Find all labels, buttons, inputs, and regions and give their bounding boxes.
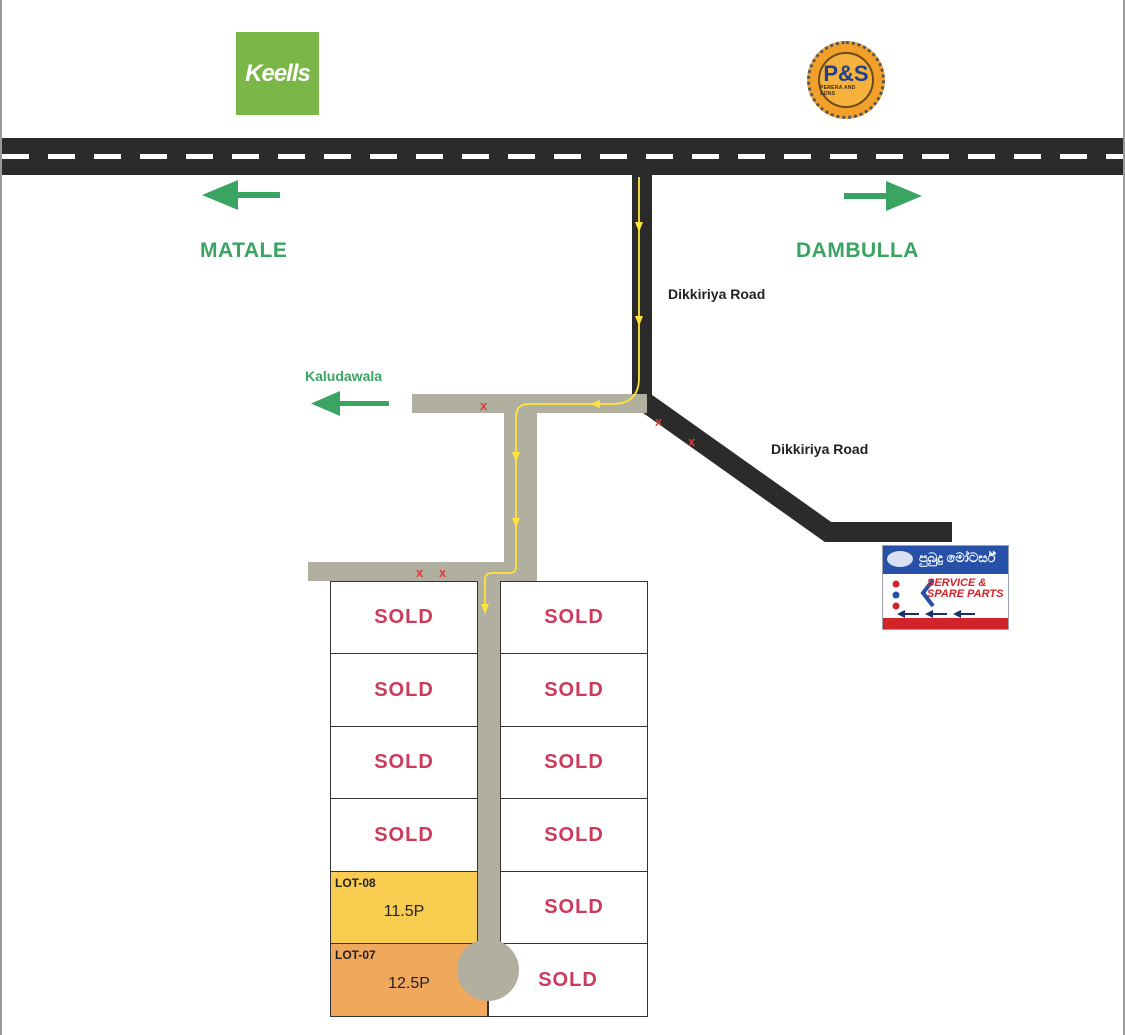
road-marker: x xyxy=(416,565,424,580)
dikkiriya-road-label-2: Dikkiriya Road xyxy=(771,441,869,457)
route-arrowhead xyxy=(590,400,600,408)
road-marker: x xyxy=(655,414,663,429)
lot-status: SOLD xyxy=(544,896,604,918)
dikkiriya-road-label-1: Dikkiriya Road xyxy=(668,286,766,302)
lot-right-3[interactable]: SOLD xyxy=(500,726,648,799)
gravel-road-vertical xyxy=(504,394,537,581)
lot-status: SOLD xyxy=(374,678,434,701)
route-line xyxy=(484,177,640,612)
gravel-road-lots xyxy=(478,562,500,982)
lot-status: SOLD xyxy=(374,823,434,846)
route-arrowhead xyxy=(512,452,520,462)
route-arrowhead xyxy=(512,518,520,528)
shop-spare-parts-text: SPARE PARTS xyxy=(927,588,1004,600)
chevron-icon xyxy=(920,578,935,608)
lot-left-2[interactable]: SOLD xyxy=(330,653,478,727)
shop-arrows-icon xyxy=(897,610,975,618)
route-arrowheads xyxy=(481,222,643,614)
lot-left-4[interactable]: SOLD xyxy=(330,798,478,872)
motor-shop-sign: පුබුදු මෝටර්ස් SERVICE & SPARE PARTS xyxy=(882,545,1009,630)
keells-logo: Keells xyxy=(236,32,319,115)
lot-size: 12.5P xyxy=(388,975,430,992)
keells-logo-text: Keells xyxy=(245,59,311,87)
dambulla-label: DAMBULLA xyxy=(796,239,919,262)
road-marker: x xyxy=(688,434,696,449)
lot-status: SOLD xyxy=(374,606,434,628)
shop-sign-footer xyxy=(883,618,1008,629)
lot-status: SOLD xyxy=(544,823,604,846)
road-marker: x xyxy=(480,398,488,413)
lot-id: LOT-07 xyxy=(335,948,376,962)
arrow-right-dambulla xyxy=(844,181,922,211)
lot-right-2[interactable]: SOLD xyxy=(500,653,648,727)
shop-badge-icon xyxy=(887,551,913,567)
shop-service-text: SERVICE & xyxy=(927,577,987,589)
road-marker: x xyxy=(439,565,447,580)
lot-right-4[interactable]: SOLD xyxy=(500,798,648,872)
shop-sign-services: SERVICE & SPARE PARTS xyxy=(927,578,1003,600)
dikkiriya-road xyxy=(632,175,952,542)
direction-arrows xyxy=(202,180,922,416)
turning-circle-overlay xyxy=(457,939,519,1001)
ps-logo-inner: P&S PERERA AND SONS xyxy=(818,52,874,108)
kaludawala-label: Kaludawala xyxy=(305,368,383,384)
ps-logo-subtext: PERERA AND SONS xyxy=(820,85,856,97)
lot-status: SOLD xyxy=(544,606,604,628)
lot-size: 11.5P xyxy=(383,902,425,920)
brand-logos-icon xyxy=(892,580,900,610)
lot-status: SOLD xyxy=(538,968,598,991)
matale-label: MATALE xyxy=(200,239,288,262)
route-arrowhead xyxy=(481,604,489,614)
lot-status: SOLD xyxy=(544,751,604,773)
shop-sign-title: පුබුදු මෝටර්ස් xyxy=(919,550,996,565)
lot-left-1[interactable]: SOLD xyxy=(330,581,478,654)
route-arrowhead xyxy=(635,316,643,326)
lot-status: SOLD xyxy=(374,751,434,773)
route-arrowhead xyxy=(635,222,643,232)
arrow-left-matale xyxy=(202,180,280,210)
lot-08[interactable]: LOT-08 11.5P xyxy=(330,871,478,944)
lot-right-5[interactable]: SOLD xyxy=(500,871,648,944)
ps-logo: P&S PERERA AND SONS xyxy=(807,41,885,119)
lot-right-1[interactable]: SOLD xyxy=(500,581,648,654)
arrow-left-kaludawala xyxy=(311,391,389,416)
lot-id: LOT-08 xyxy=(335,876,376,890)
road-markers: x x x x x xyxy=(416,398,696,580)
ps-logo-text: P&S xyxy=(823,61,869,86)
lot-left-3[interactable]: SOLD xyxy=(330,726,478,799)
lot-status: SOLD xyxy=(544,678,604,701)
